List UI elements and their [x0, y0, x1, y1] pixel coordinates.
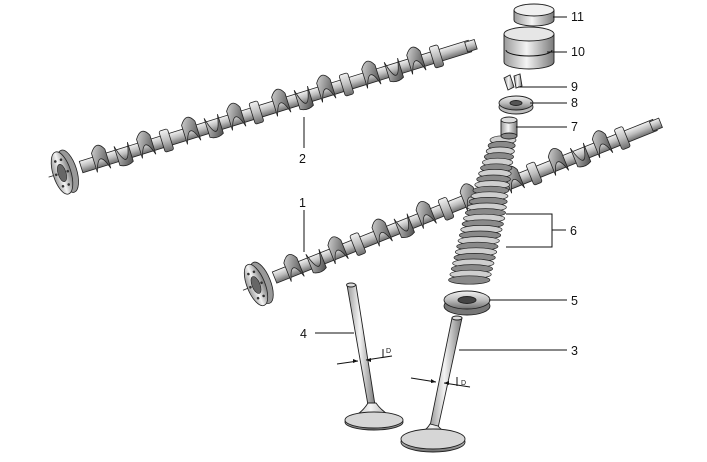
callout-5: 5: [571, 294, 578, 308]
callout-11: 11: [571, 10, 584, 24]
callout-labels: 11 10 9 8 7 6 5 3 4 1 2: [299, 10, 585, 358]
camshaft-upper-body: [48, 38, 478, 195]
exhaust-valve: [344, 282, 404, 431]
callout-8: 8: [571, 96, 578, 110]
valve-springs: [448, 135, 517, 285]
exhaust-valve-diameter-dimension: D: [336, 348, 393, 365]
intake-valve: [400, 315, 466, 453]
callout-7: 7: [571, 120, 578, 134]
callout-1: 1: [299, 196, 306, 210]
callout-9: 9: [571, 80, 578, 94]
hydraulic-lifter: [503, 26, 555, 70]
camshaft-lower: [242, 117, 663, 307]
leader-lines: [303, 16, 567, 351]
camshaft-upper: [48, 38, 478, 195]
callout-4: 4: [300, 327, 307, 341]
callout-3: 3: [571, 344, 578, 358]
valve-stem-seal: [500, 116, 518, 140]
lifter-cap: [513, 3, 555, 27]
callout-2: 2: [299, 152, 306, 166]
intake-valve-stem-dimension-label: D: [461, 380, 466, 387]
spring-seat: [443, 290, 491, 316]
spring-retainer: [498, 95, 534, 115]
exhaust-valve-stem-dimension-label: D: [386, 348, 391, 355]
callout-10: 10: [571, 45, 585, 59]
camshaft-lower-body: [242, 117, 663, 307]
intake-valve-diameter-dimension: D: [410, 377, 471, 388]
callout-6: 6: [570, 224, 577, 238]
valve-keepers: [503, 73, 523, 91]
